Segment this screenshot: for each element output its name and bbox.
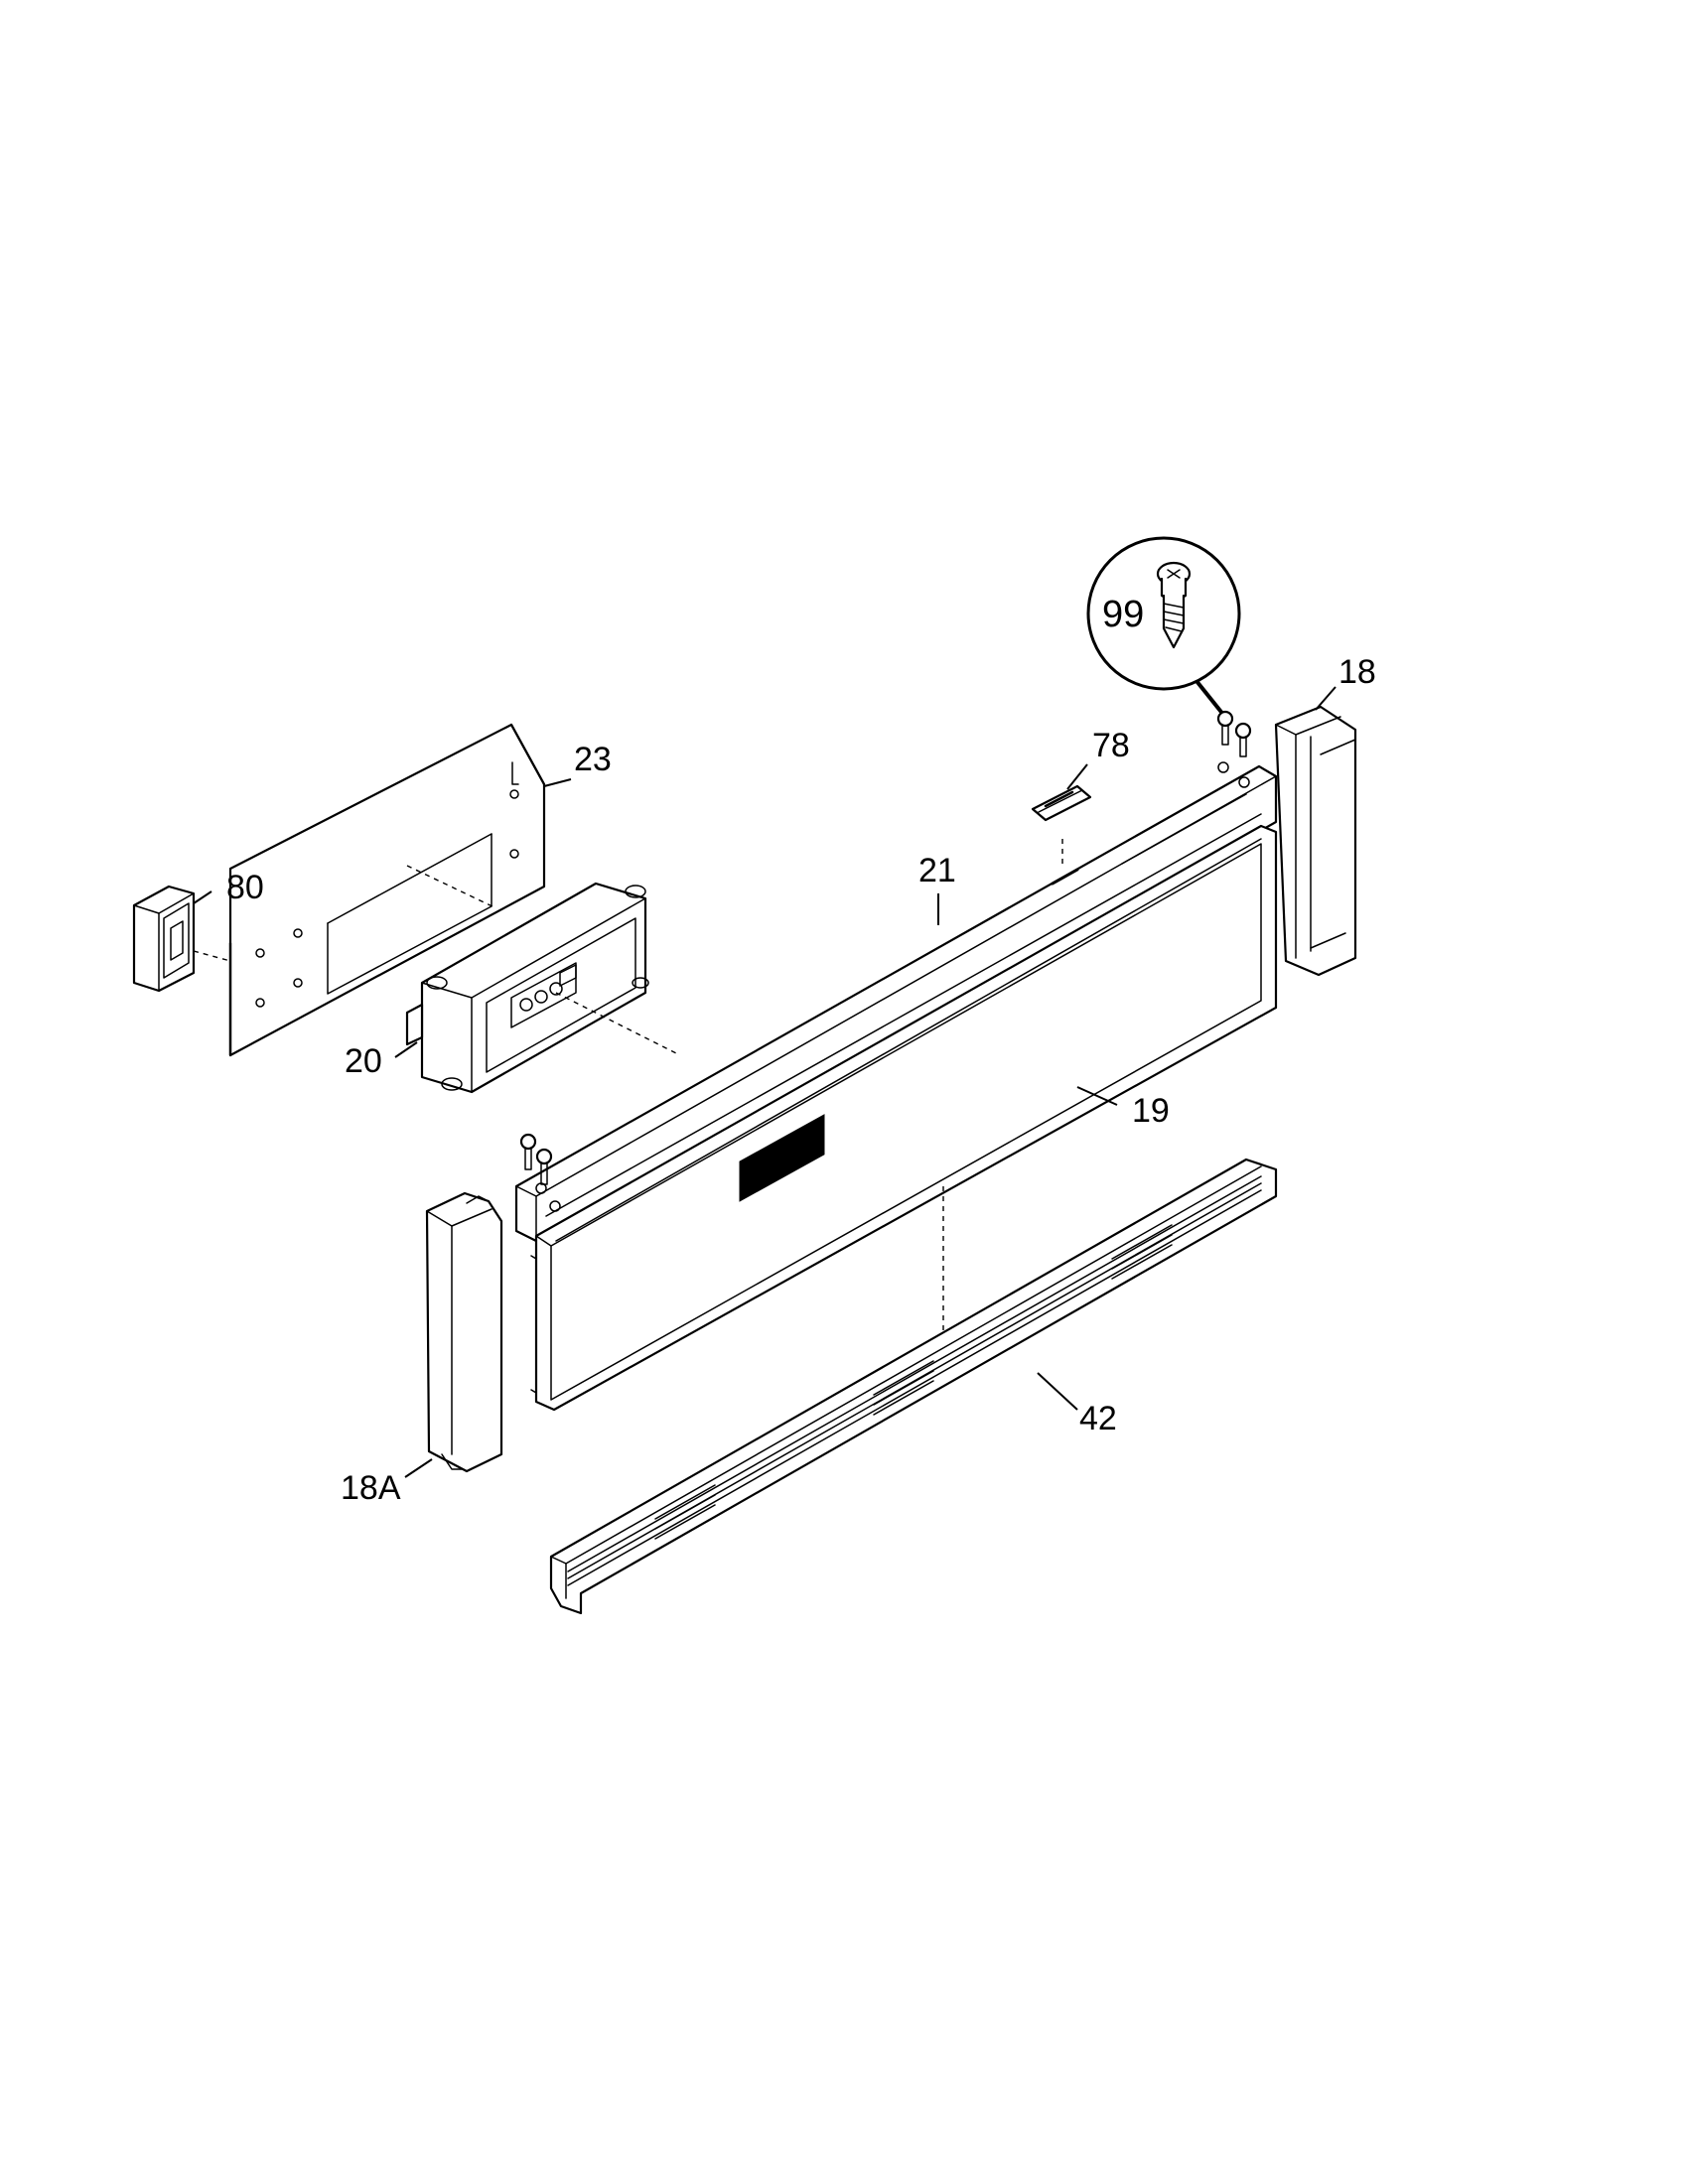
vent-trim-42 <box>549 1158 1278 1615</box>
callout-18: 18 <box>1338 653 1376 691</box>
leader-lines <box>193 686 1336 1478</box>
assembly-lines <box>193 839 1063 1330</box>
callout-99: 99 <box>1102 594 1144 635</box>
callout-80: 80 <box>226 869 264 906</box>
control-board-20 <box>405 882 649 1094</box>
connector-block-80 <box>132 885 196 993</box>
screw-icon <box>519 1133 553 1185</box>
screw-detail-circle <box>1086 536 1241 723</box>
clip-78 <box>1031 784 1092 822</box>
screw-detail-icon <box>1156 561 1192 649</box>
callout-23: 23 <box>574 741 612 778</box>
callout-18A: 18A <box>341 1469 401 1507</box>
display-window <box>739 1114 825 1202</box>
end-cap-left-18A <box>425 1191 503 1473</box>
control-panel-21 <box>514 761 1278 1243</box>
callout-20: 20 <box>345 1042 382 1080</box>
callout-21: 21 <box>918 852 956 889</box>
callout-78: 78 <box>1092 727 1130 764</box>
callout-19: 19 <box>1132 1092 1170 1130</box>
end-cap-right-18 <box>1274 705 1357 977</box>
callout-42: 42 <box>1079 1400 1117 1437</box>
overlay-panel-19 <box>530 824 1278 1412</box>
bracket-plate-23 <box>228 723 546 1057</box>
screw-icon <box>1216 710 1252 757</box>
